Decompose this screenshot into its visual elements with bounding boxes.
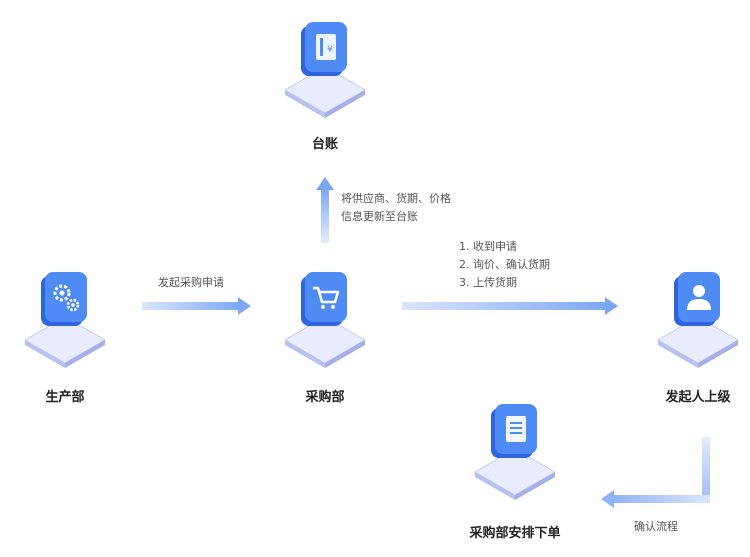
arrow-production-to-purchasing [142,297,251,315]
node-supervisor [648,268,748,378]
ledger-book-icon: ¥ [283,22,367,118]
node-label-ledger: 台账 [311,137,339,152]
edge-label-production-to-purchasing: 发起采购申请 [158,276,224,289]
edge-note-line: 3. 上传货期 [459,276,517,289]
node-label-supervisor: 发起人上级 [665,390,731,405]
person-icon [656,272,740,368]
node-label-purchasing: 采购部 [305,390,345,405]
arrow-supervisor-to-order [601,437,710,508]
edge-note-line: 1. 收到申请 [459,240,517,253]
node-label-production: 生产部 [45,390,85,405]
node-ledger: ¥ [275,18,375,128]
svg-text:¥: ¥ [327,45,333,55]
edge-note-purchasing-to-supervisor: 1. 收到申请 2. 询价、确认货期 3. 上传货期 [459,238,550,292]
edge-note-line: 2. 询价、确认货期 [459,258,550,271]
gears-icon [23,272,107,368]
node-production [15,268,115,378]
node-purchasing [275,268,375,378]
shopping-cart-icon [283,272,367,368]
edge-note-purchasing-to-ledger: 将供应商、货期、价格 信息更新至台账 [341,190,451,226]
edge-label-supervisor-to-order: 确认流程 [634,520,678,533]
edge-note-line: 信息更新至台账 [341,210,418,223]
arrow-purchasing-to-supervisor [402,297,618,315]
node-label-order: 采购部安排下单 [469,526,561,541]
edge-note-line: 将供应商、货期、价格 [341,192,451,205]
arrow-purchasing-to-ledger [316,177,334,243]
node-order [465,400,565,510]
document-icon [473,404,557,500]
